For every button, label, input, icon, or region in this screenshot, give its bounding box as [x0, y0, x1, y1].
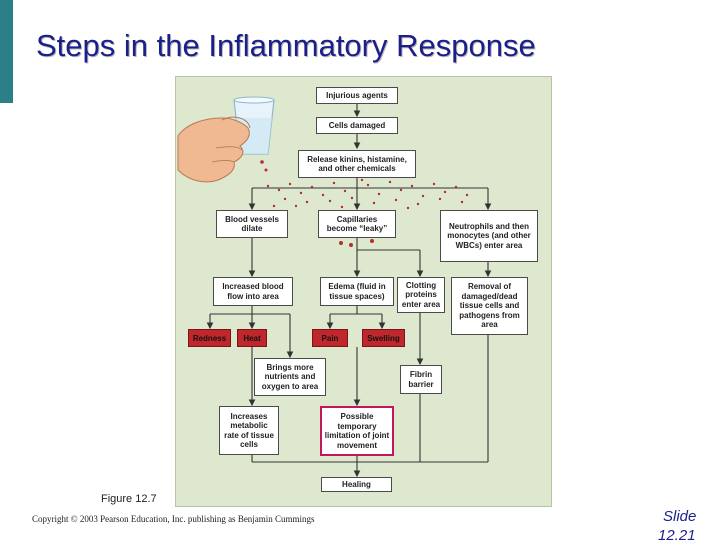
box-brings-nutrients: Brings more nutrients and oxygen to area [254, 358, 326, 396]
slide-label: Slide [663, 508, 697, 525]
box-cells-damaged: Cells damaged [316, 117, 398, 134]
box-increased-blood-flow: Increased blood flow into area [213, 277, 293, 306]
box-pain: Pain [312, 329, 348, 347]
slide-number: 12.21 [658, 527, 696, 544]
box-removal-damaged-tissue: Removal of damaged/dead tissue cells and… [451, 277, 528, 335]
box-capillaries-leaky: Capillaries become “leaky” [318, 210, 396, 238]
box-injurious-agents: Injurious agents [316, 87, 398, 104]
box-edema: Edema (fluid in tissue spaces) [320, 277, 394, 306]
box-blood-vessels-dilate: Blood vessels dilate [216, 210, 288, 238]
left-accent-bar [0, 0, 13, 103]
box-healing: Healing [321, 477, 392, 492]
chemical-dots [266, 178, 469, 247]
slide-title: Steps in the Inflammatory Response [36, 28, 536, 63]
figure-label: Figure 12.7 [101, 493, 157, 505]
hand-with-glass-illustration [177, 96, 275, 183]
box-release-chemicals: Release kinins, histamine, and other che… [298, 150, 416, 178]
box-heat: Heat [237, 329, 267, 347]
box-joint-limitation: Possible temporary limitation of joint m… [320, 406, 394, 456]
box-increases-metabolic-rate: Increases metabolic rate of tissue cells [219, 406, 279, 455]
box-clotting-proteins: Clotting proteins enter area [397, 277, 445, 313]
copyright-text: Copyright © 2003 Pearson Education, Inc.… [32, 514, 315, 524]
box-redness: Redness [188, 329, 231, 347]
box-neutrophils: Neutrophils and then monocytes (and othe… [440, 210, 538, 262]
box-fibrin-barrier: Fibrin barrier [400, 365, 442, 394]
box-swelling: Swelling [362, 329, 405, 347]
